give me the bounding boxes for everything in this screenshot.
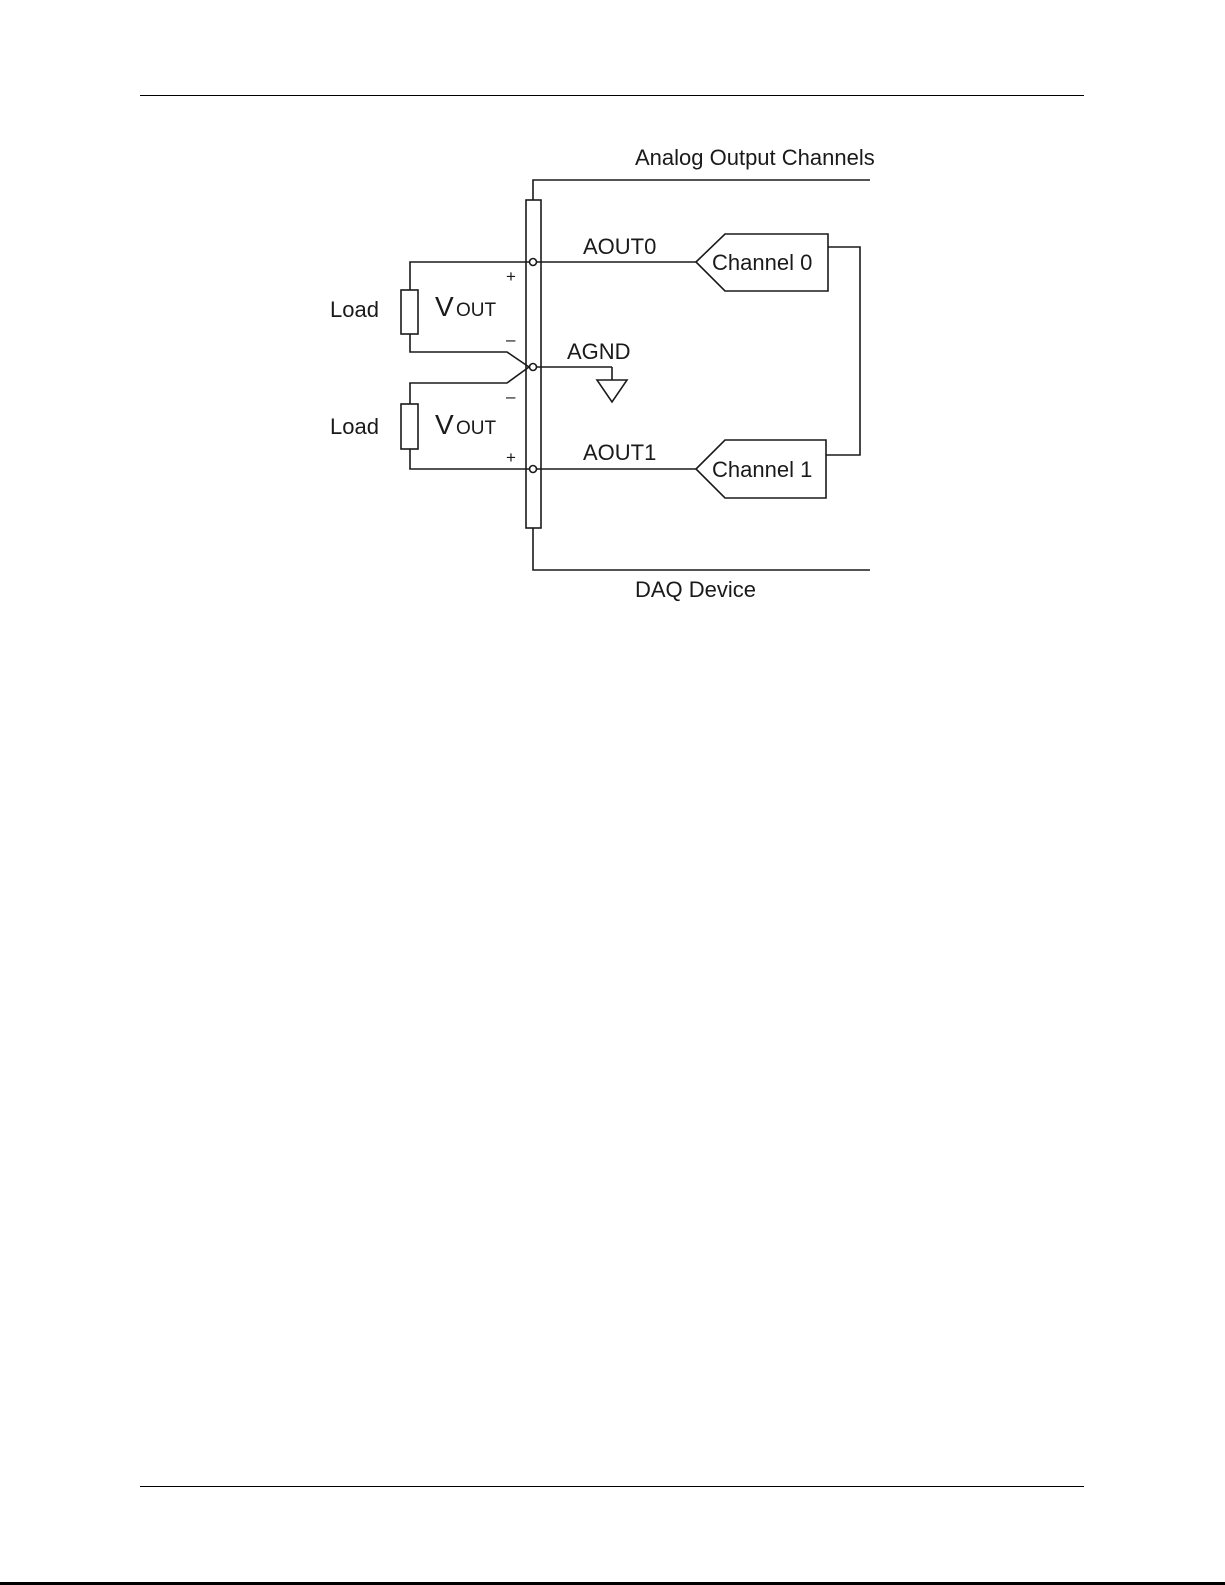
device-outline-top: [533, 180, 870, 200]
aout1-terminal: [530, 466, 537, 473]
aout0-terminal: [530, 259, 537, 266]
load-0-vout-main: V: [435, 291, 454, 322]
channel-0-label: Channel 0: [712, 250, 812, 275]
load-1-label: Load: [330, 414, 379, 439]
device-outline-bottom: [533, 528, 870, 570]
ground-symbol-icon: [597, 380, 627, 402]
load-1-vout-main: V: [435, 409, 454, 440]
load-1-plus-sign: +: [506, 448, 516, 467]
aout1-label: AOUT1: [583, 440, 656, 465]
device-title-top: Analog Output Channels: [635, 145, 875, 170]
device-title-bottom: DAQ Device: [635, 577, 756, 602]
load-1-vout-sub: OUT: [456, 418, 497, 439]
agnd-label: AGND: [567, 339, 631, 364]
load-0-label: Load: [330, 297, 379, 322]
aout0-label: AOUT0: [583, 234, 656, 259]
channel-link-wire: [826, 247, 860, 455]
load-1-minus-sign: –: [506, 387, 516, 406]
load-0-minus-sign: –: [506, 330, 516, 349]
agnd-terminal: [530, 364, 537, 371]
load-0-resistor: [401, 290, 418, 334]
load-0-plus-sign: +: [506, 267, 516, 286]
channel-1-label: Channel 1: [712, 457, 812, 482]
load-0-vout-sub: OUT: [456, 300, 497, 321]
load-1-resistor: [401, 404, 418, 449]
